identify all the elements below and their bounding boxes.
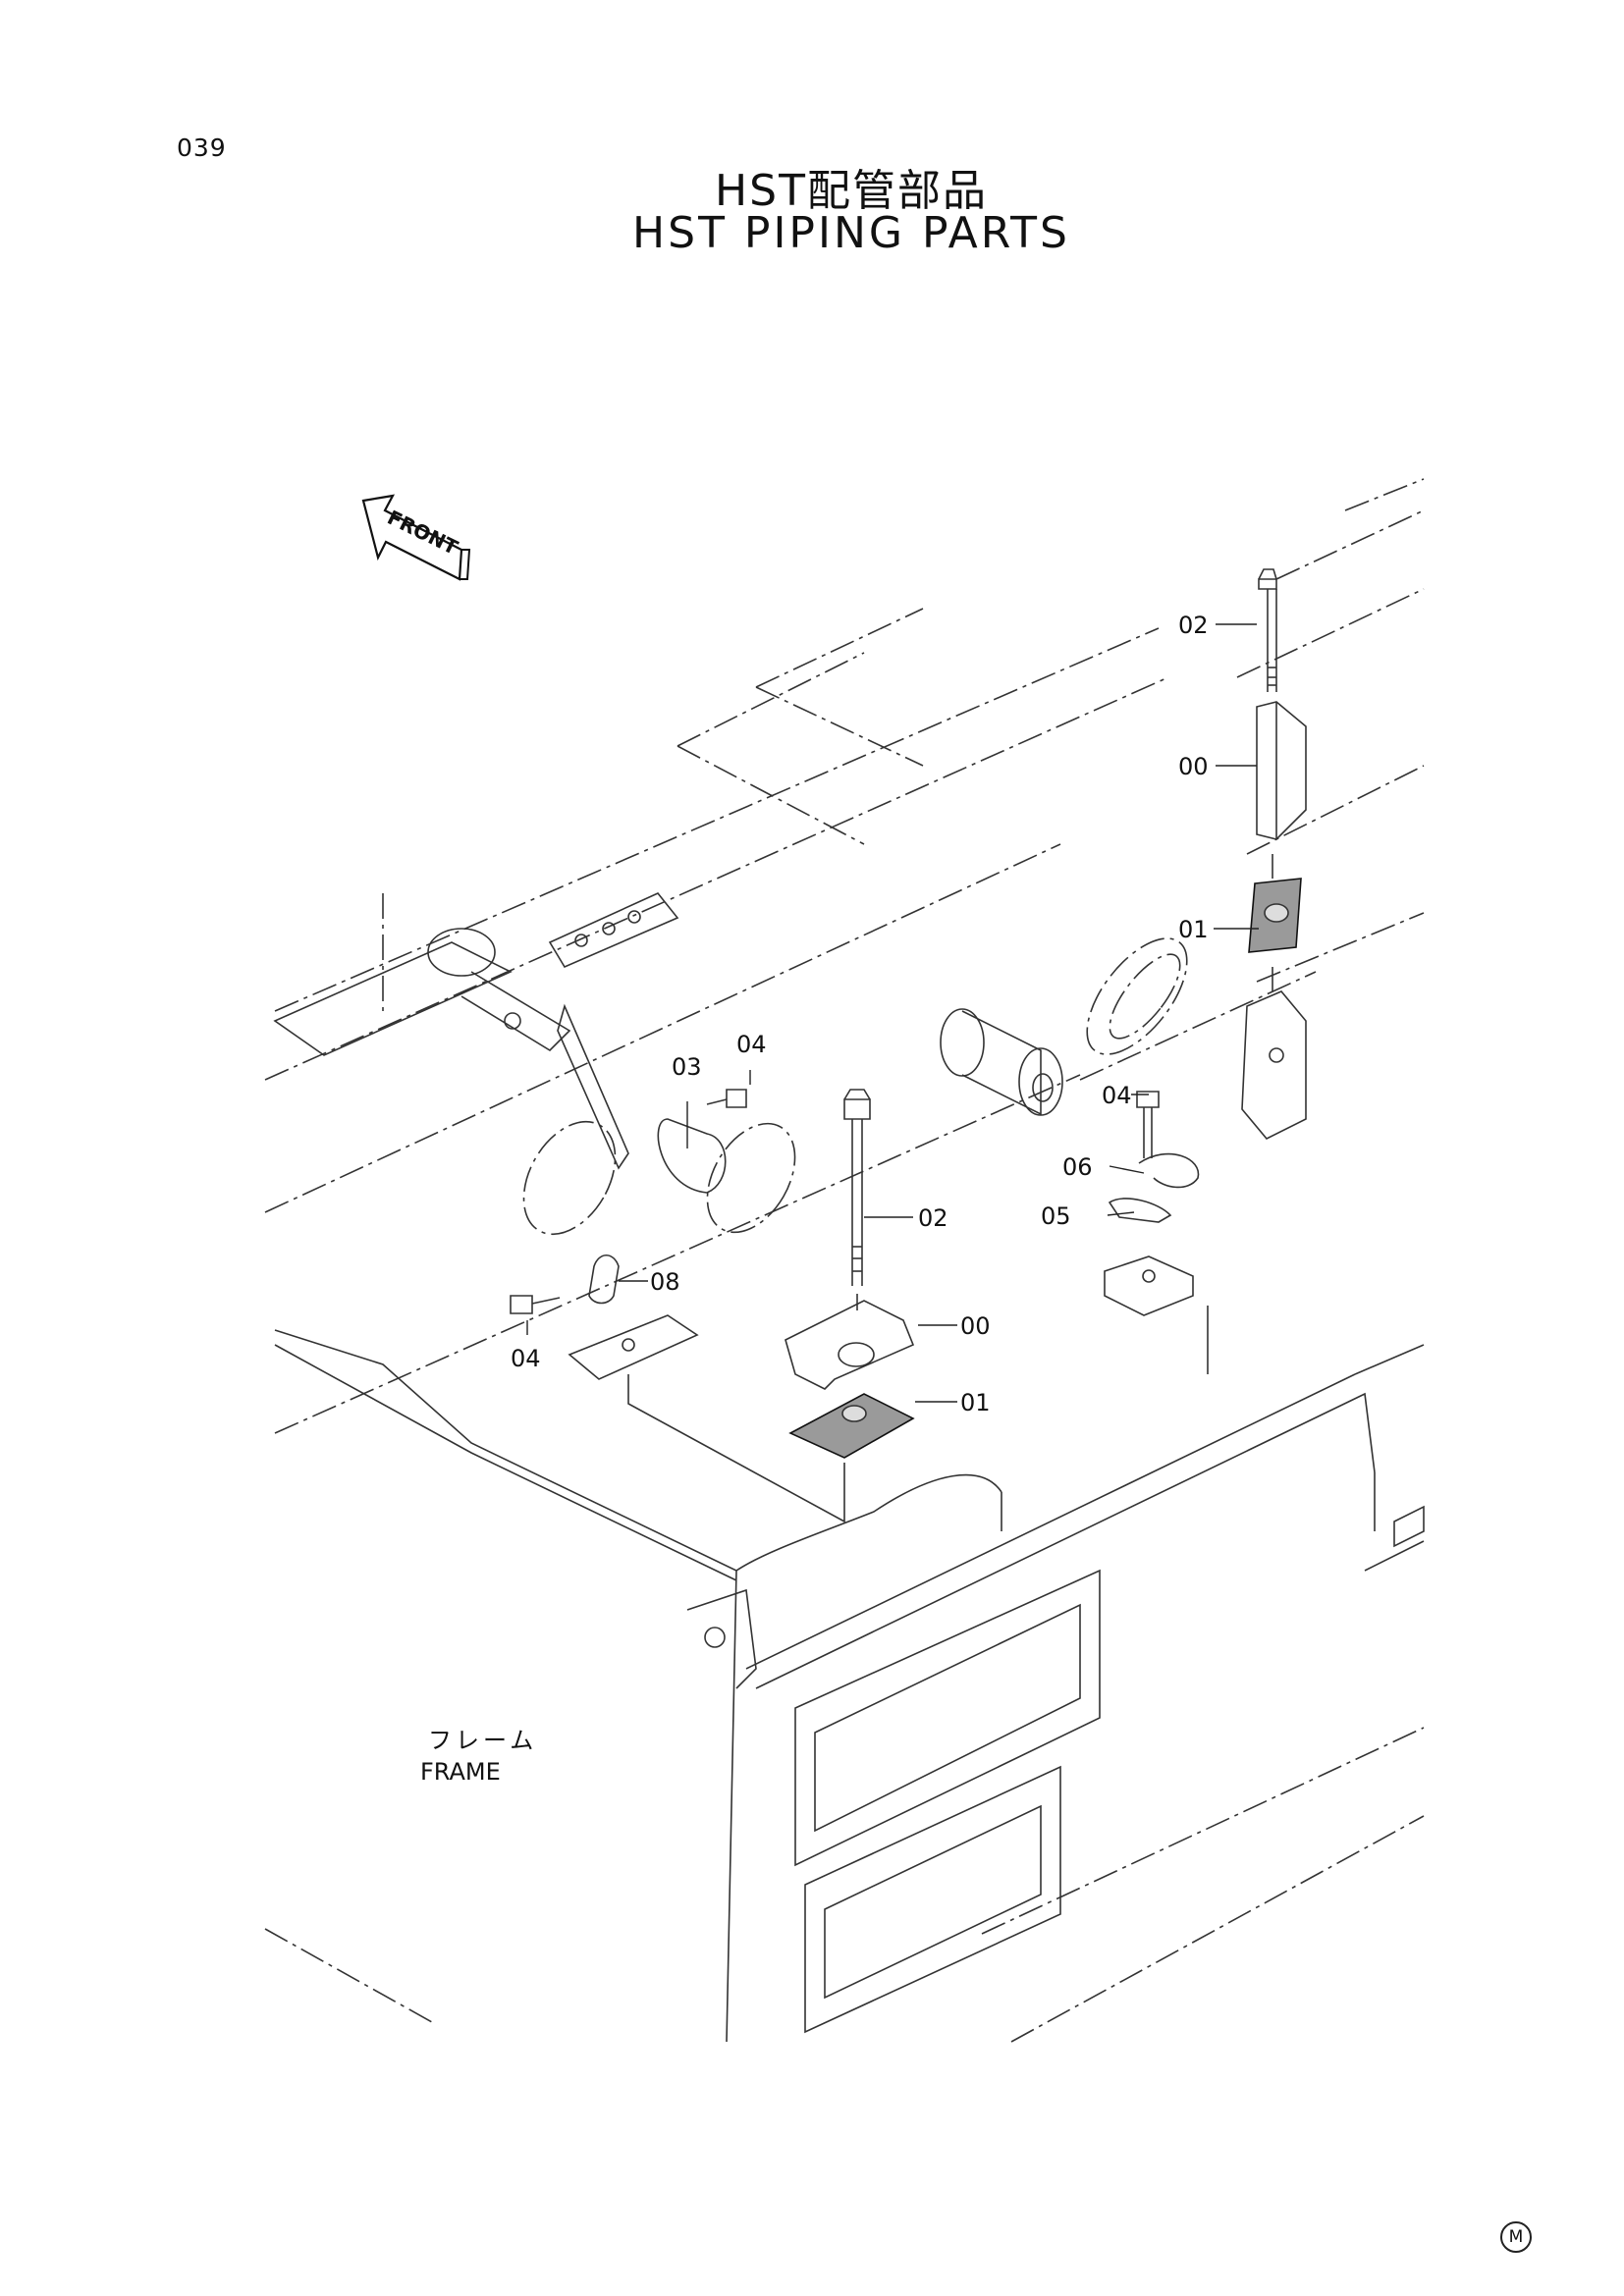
- front-label: FRONT: [384, 506, 462, 560]
- callout-02-top: 02: [1178, 612, 1209, 639]
- callout-04-right: 04: [1102, 1082, 1132, 1109]
- frame-label-english: FRAME: [420, 1758, 501, 1786]
- front-arrow: FRONT: [361, 494, 471, 581]
- left-clamp-assembly: [510, 1003, 747, 1380]
- page-number: 039: [177, 133, 227, 162]
- small-clamp-right: [1104, 1091, 1200, 1316]
- circled-m-mark: M: [1500, 2221, 1532, 2253]
- callout-04-lower-left: 04: [511, 1345, 541, 1372]
- frame-label-japanese: フレーム: [428, 1727, 538, 1754]
- callout-05: 05: [1041, 1202, 1071, 1230]
- center-clamp-assembly: [627, 1089, 915, 1523]
- callout-04-upper-left: 04: [736, 1031, 767, 1058]
- callout-00-top: 00: [1178, 753, 1209, 780]
- page-title-english: HST PIPING PARTS: [632, 208, 1070, 258]
- callout-03: 03: [672, 1053, 702, 1081]
- lower-frame-body: [264, 1306, 1425, 2043]
- page-title-japanese: HST配管部品: [715, 166, 988, 216]
- callout-08: 08: [650, 1268, 680, 1296]
- callout-01-top: 01: [1178, 916, 1209, 943]
- frame-openings: [522, 937, 1188, 1236]
- callout-00-center: 00: [960, 1312, 991, 1340]
- right-clamp-assembly: [1241, 568, 1307, 1140]
- callout-06: 06: [1062, 1153, 1093, 1181]
- callout-01-center: 01: [960, 1389, 991, 1416]
- callout-02-center: 02: [918, 1204, 948, 1232]
- cylinder: [940, 1008, 1063, 1116]
- left-tube: [273, 892, 679, 1056]
- upper-frame-rails: [264, 478, 1425, 1434]
- leader-lines: [526, 623, 1259, 1403]
- callout-labels: 02 00 01 04 06 05 03 04 02 08 04 00 01: [511, 612, 1209, 1416]
